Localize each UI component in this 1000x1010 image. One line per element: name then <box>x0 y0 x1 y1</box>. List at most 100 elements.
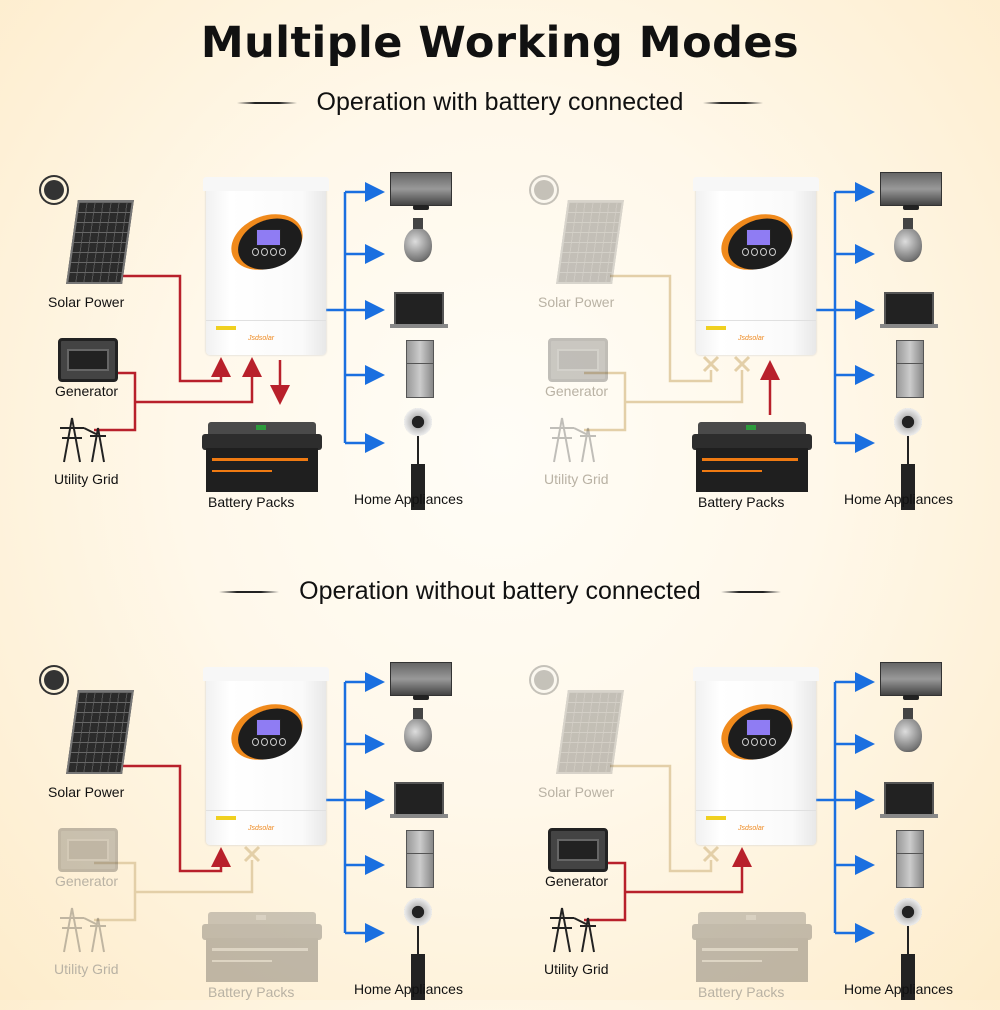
home-appliances-label: Home Appliances <box>844 981 953 997</box>
connection-lines <box>584 182 875 453</box>
inverter-lcd-screen <box>256 719 281 736</box>
appliance-laptop-icon <box>880 782 938 818</box>
page-title: Multiple Working Modes <box>200 18 800 68</box>
solar-panel-icon <box>66 200 134 284</box>
home-appliances-label: Home Appliances <box>354 981 463 997</box>
mode-panel-without-battery-gen-grid: Solar Power Generator Utility Grid Jsdso… <box>520 650 990 1010</box>
solar-connection-line <box>120 764 231 873</box>
battery-pack-icon <box>692 912 812 982</box>
divider <box>219 591 280 594</box>
inverter-buttons <box>742 738 776 746</box>
appliance-fridge-icon <box>406 830 434 888</box>
appliance-laptop-icon <box>390 782 448 818</box>
inverter-device: Jsdsolar <box>203 667 329 845</box>
connection-lines <box>94 672 385 943</box>
divider <box>236 102 297 105</box>
disconnected-x-icon <box>243 845 261 863</box>
solar-power-label: Solar Power <box>538 784 615 800</box>
disconnected-x-icon <box>702 355 720 373</box>
sun-icon <box>44 180 64 200</box>
section-heading-without-battery: Operation without battery connected <box>0 577 1000 606</box>
utility-grid-label: Utility Grid <box>544 471 609 487</box>
sun-icon <box>44 670 64 690</box>
appliance-fan-icon <box>404 898 432 960</box>
battery-packs-label: Battery Packs <box>698 494 785 510</box>
battery-packs-label: Battery Packs <box>698 984 785 1000</box>
appliance-fan-icon <box>404 408 432 470</box>
mode-panel-without-battery-solar-only: Solar Power Generator Utility Grid Jsdso… <box>30 650 500 1010</box>
generator-label: Generator <box>545 383 609 399</box>
divider <box>703 102 764 105</box>
battery-packs-label: Battery Packs <box>208 494 295 510</box>
sun-icon <box>534 180 554 200</box>
inverter-device: Jsdsolar <box>693 667 819 845</box>
section-heading-with-battery: Operation with battery connected <box>0 88 1000 117</box>
appliance-laptop-icon <box>390 292 448 328</box>
solar-panel-icon <box>556 200 624 284</box>
brand-logo: Jsdsolar <box>248 335 275 342</box>
battery-pack-icon <box>202 912 322 982</box>
divider <box>720 591 781 594</box>
utility-grid-icon <box>60 417 106 463</box>
disconnected-x-icon <box>733 355 751 373</box>
output-bus-line <box>326 192 347 443</box>
solar-panel-icon <box>66 690 134 774</box>
battery-packs-label: Battery Packs <box>208 984 295 1000</box>
mode-panel-with-battery-battery-only: Solar Power Generator Utility Grid Jsdso… <box>520 160 990 520</box>
brand-logo: Jsdsolar <box>738 825 765 832</box>
brand-logo: Jsdsolar <box>738 335 765 342</box>
warning-label-icon <box>706 326 726 330</box>
generator-label: Generator <box>55 873 119 889</box>
utility-grid-label: Utility Grid <box>54 961 119 977</box>
solar-power-label: Solar Power <box>48 784 125 800</box>
output-bus-line <box>816 192 837 443</box>
utility-grid-label: Utility Grid <box>54 471 119 487</box>
solar-power-label: Solar Power <box>538 294 615 310</box>
appliance-tv-icon <box>880 172 942 210</box>
inverter-buttons <box>742 248 776 256</box>
generator-label: Generator <box>545 873 609 889</box>
inverter-lcd-screen <box>746 719 771 736</box>
generator-icon <box>58 338 118 382</box>
appliance-tv-icon <box>390 172 452 210</box>
appliance-fridge-icon <box>896 830 924 888</box>
warning-label-icon <box>216 816 236 820</box>
inverter-device: Jsdsolar <box>203 177 329 355</box>
gen-grid-connection-line <box>584 370 744 432</box>
output-bus-line <box>816 682 837 933</box>
brand-logo: Jsdsolar <box>248 825 275 832</box>
section-heading-text: Operation with battery connected <box>316 88 684 116</box>
generator-icon <box>548 828 608 872</box>
solar-connection-line <box>120 274 231 383</box>
appliance-bulb-icon <box>404 218 432 262</box>
generator-icon <box>58 828 118 872</box>
generator-label: Generator <box>55 383 119 399</box>
appliance-fridge-icon <box>896 340 924 398</box>
utility-grid-icon <box>550 417 596 463</box>
solar-panel-icon <box>556 690 624 774</box>
home-appliances-label: Home Appliances <box>844 491 953 507</box>
inverter-lcd-screen <box>256 229 281 246</box>
appliance-fridge-icon <box>406 340 434 398</box>
section-heading-text: Operation without battery connected <box>299 577 701 605</box>
inverter-lcd-screen <box>746 229 771 246</box>
sun-icon <box>534 670 554 690</box>
inverter-buttons <box>252 738 286 746</box>
warning-label-icon <box>706 816 726 820</box>
appliance-bulb-icon <box>894 218 922 262</box>
inverter-buttons <box>252 248 286 256</box>
appliance-bulb-icon <box>404 708 432 752</box>
battery-pack-icon <box>202 422 322 492</box>
battery-pack-icon <box>692 422 812 492</box>
solar-connection-line <box>610 764 713 873</box>
utility-grid-icon <box>550 907 596 953</box>
mode-panel-with-battery-all-sources: Solar Power Generator Utility Grid Jsdso… <box>30 160 500 520</box>
warning-label-icon <box>216 326 236 330</box>
appliance-tv-icon <box>390 662 452 700</box>
appliance-fan-icon <box>894 408 922 470</box>
solar-power-label: Solar Power <box>48 294 125 310</box>
utility-grid-label: Utility Grid <box>544 961 609 977</box>
appliance-tv-icon <box>880 662 942 700</box>
appliance-fan-icon <box>894 898 922 960</box>
output-bus-line <box>326 682 347 933</box>
